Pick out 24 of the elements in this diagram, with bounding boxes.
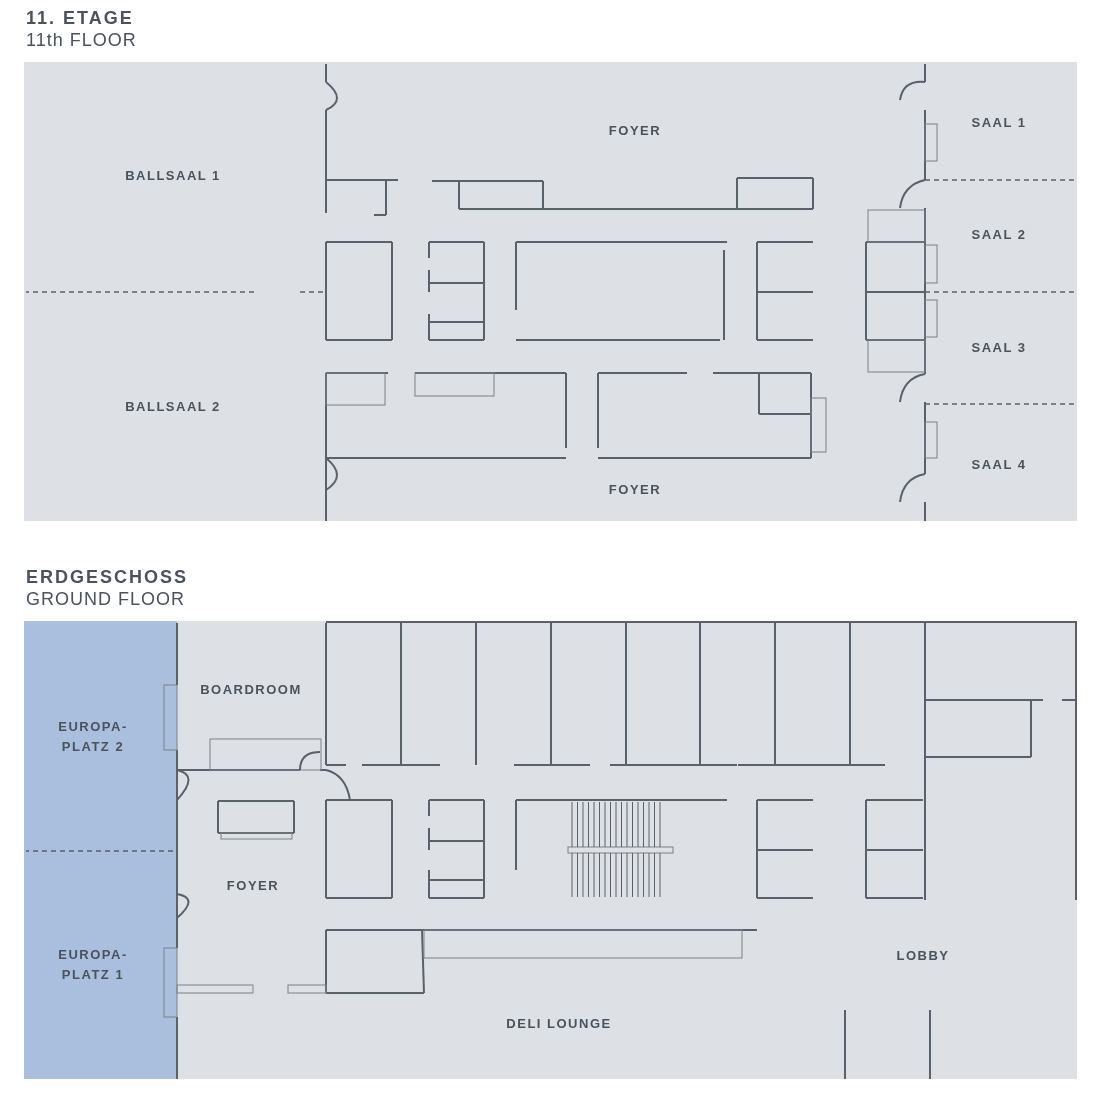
room-area (24, 851, 177, 1079)
room-label: BALLSAAL 1 (125, 167, 221, 183)
room-label: BALLSAAL 2 (125, 398, 221, 414)
floor-subheading: GROUND FLOOR (26, 589, 185, 610)
room-area (24, 292, 326, 521)
room-label: SAAL 3 (971, 339, 1027, 355)
room-label: SAAL 1 (971, 114, 1027, 130)
room-label: FOYER (226, 877, 280, 893)
floor-subheading: 11th FLOOR (26, 30, 137, 51)
room-area (925, 404, 1077, 521)
room-label: SAAL 4 (971, 456, 1027, 472)
room-label: EUROPA-PLATZ 2 (57, 718, 129, 756)
room-label: LOBBY (896, 947, 950, 963)
room-label: SAAL 2 (971, 226, 1027, 242)
room-label: BOARDROOM (200, 681, 302, 697)
floor-heading: ERDGESCHOSS (26, 567, 189, 588)
room-area (24, 62, 326, 292)
room-area (24, 621, 177, 851)
room-label: EUROPA-PLATZ 1 (57, 946, 129, 984)
room-label: DELI LOUNGE (506, 1015, 612, 1031)
room-label: FOYER (608, 481, 662, 497)
room-label: FOYER (608, 122, 662, 138)
room-area (925, 62, 1077, 180)
floor-heading: 11. ETAGE (26, 8, 134, 29)
